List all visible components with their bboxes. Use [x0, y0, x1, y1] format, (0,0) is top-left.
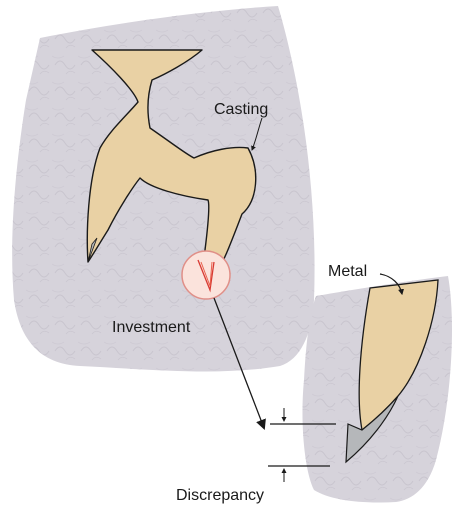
casting-label: Casting: [214, 101, 268, 118]
metal-label: Metal: [328, 263, 367, 280]
investment-label: Investment: [112, 319, 191, 336]
discrepancy-label: Discrepancy: [176, 487, 264, 504]
